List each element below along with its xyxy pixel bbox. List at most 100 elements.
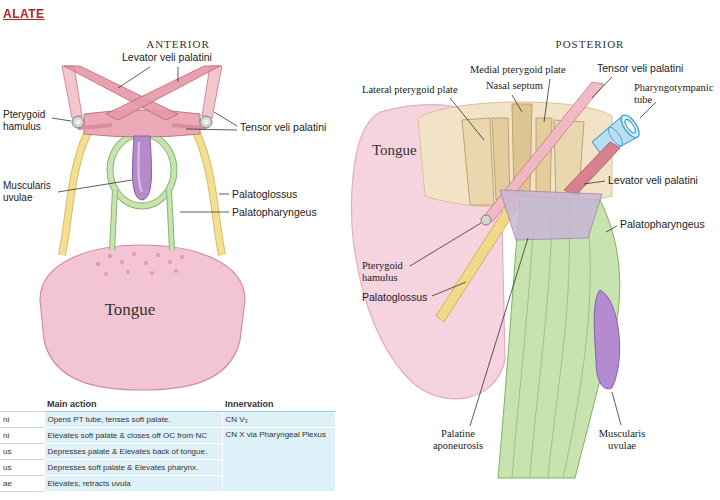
levator-band: [106, 66, 220, 120]
part-label: Pterygoid hamulus: [3, 109, 45, 132]
papilla: [180, 255, 184, 259]
leader-line: [592, 77, 612, 98]
anterior-view: [40, 66, 245, 390]
table-text: CN V₃: [226, 415, 248, 424]
leader-line: [470, 238, 528, 426]
leader-lines: [52, 67, 656, 426]
papillae: [96, 252, 184, 276]
table-header: Main action: [47, 399, 97, 409]
papilla: [150, 271, 154, 275]
palatoglossus-arch: [62, 132, 88, 255]
leader-line: [410, 223, 481, 266]
table-row: Main action Innervation: [0, 396, 335, 412]
part-label: Palatoglossus: [362, 291, 427, 303]
pterygoid-hamulus: [75, 119, 81, 125]
pharyngotympanic-tube: [590, 112, 643, 160]
palatopharyngeus-column: [112, 190, 115, 250]
palatoglossus-arch: [196, 132, 222, 255]
view-heading: ANTERIOR: [146, 38, 210, 51]
table-cell: [0, 396, 44, 412]
table-cell: Innervation: [222, 396, 335, 412]
papilla: [120, 260, 124, 264]
part-label: Levator veli palatini: [608, 174, 698, 186]
tube-end: [618, 112, 643, 140]
table-text: Depresses soft palate & Elevates pharynx…: [48, 463, 199, 472]
palatopharyngeus-ring: [110, 134, 174, 206]
leader-line: [450, 98, 484, 140]
levator-band: [564, 142, 620, 195]
leader-line: [58, 180, 132, 192]
leader-line: [219, 194, 229, 195]
part-label: Pharyngotympanic tube: [634, 82, 713, 106]
table-text: us: [3, 447, 11, 456]
leader-line: [606, 226, 617, 232]
leader-line: [584, 181, 605, 184]
leader-line: [186, 129, 237, 130]
table-cell: Main action: [44, 396, 222, 412]
leader-line: [52, 118, 71, 121]
leader-line: [612, 392, 621, 425]
leader-line: [118, 67, 150, 88]
papilla: [108, 254, 112, 258]
part-label: Muscularis uvulae: [599, 428, 646, 452]
tube-lumen: [623, 118, 637, 135]
papilla: [156, 253, 160, 257]
table-cell: CN V₃: [222, 412, 335, 428]
part-label: Palatine aponeurosis: [433, 428, 483, 452]
part-label: Palatopharyngeus: [620, 218, 705, 230]
part-label: Levator veli palatini: [122, 51, 212, 63]
table-text: ni: [3, 431, 9, 440]
part-label: Lateral pterygoid plate: [362, 84, 458, 96]
tongue-shape: [40, 245, 245, 390]
part-label: Tongue: [105, 300, 156, 320]
pterygoid-hamulus: [200, 116, 212, 128]
leader-line: [178, 67, 179, 82]
palatopharyngeus-ring: [110, 134, 174, 206]
papilla: [144, 261, 148, 265]
table-text: Elevates, retracts uvula: [48, 479, 131, 488]
uvula: [594, 290, 619, 389]
papilla: [132, 252, 136, 256]
pterygoid-hamulus: [72, 116, 84, 128]
part-label: Pterygoid hamulus: [362, 260, 403, 284]
table-cell: ni: [0, 412, 44, 428]
fan-strand: [563, 200, 590, 478]
muscle-table: Main action Innervation ni Opens PT tube, t…: [0, 396, 336, 492]
palatine-aponeurosis: [500, 190, 602, 240]
table-text: CN X via Pharyngeal Plexus: [226, 430, 327, 439]
fan-strand: [530, 200, 552, 478]
table-text: ni: [3, 415, 9, 424]
palatopharyngeus-column: [112, 190, 115, 250]
table-header: Innervation: [225, 399, 274, 409]
papilla: [168, 260, 172, 264]
part-label: Muscularis uvulae: [3, 180, 51, 203]
table-cell: Opens PT tube, tenses soft palate.: [44, 412, 222, 428]
palatoglossus-arch: [196, 132, 222, 255]
table-cell: Elevates soft palate & closes off OC fro…: [44, 428, 222, 444]
papilla: [126, 270, 130, 274]
fan-strand: [548, 200, 569, 478]
table-text: ae: [3, 479, 12, 488]
table-text: Opens PT tube, tenses soft palate.: [48, 415, 171, 424]
view-heading: POSTERIOR: [556, 38, 625, 51]
page-title: ALATE: [3, 7, 45, 21]
leader-line: [544, 79, 550, 122]
pterygoid-hamulus: [481, 215, 491, 225]
table-cell: Elevates, retracts uvula: [44, 476, 222, 492]
part-label: Nasal septum: [486, 80, 543, 92]
papilla: [174, 269, 178, 273]
lateral-pterygoid-plate: [462, 118, 494, 205]
posterior-view: [352, 82, 643, 478]
table-cell: Depresses soft palate & Elevates pharynx…: [44, 460, 222, 476]
part-label: Tongue: [372, 142, 417, 159]
part-label: Medial pterygoid plate: [470, 64, 566, 76]
palatoglossus-arch: [62, 132, 88, 255]
leader-line: [214, 112, 237, 126]
part-label: Tensor veli palatini: [597, 62, 683, 74]
leader-line: [180, 212, 229, 213]
leader-line: [432, 282, 466, 296]
table-text: Elevates soft palate & closes off OC fro…: [48, 431, 207, 440]
leader-line: [512, 95, 522, 112]
palatopharyngeus-column: [169, 190, 172, 250]
